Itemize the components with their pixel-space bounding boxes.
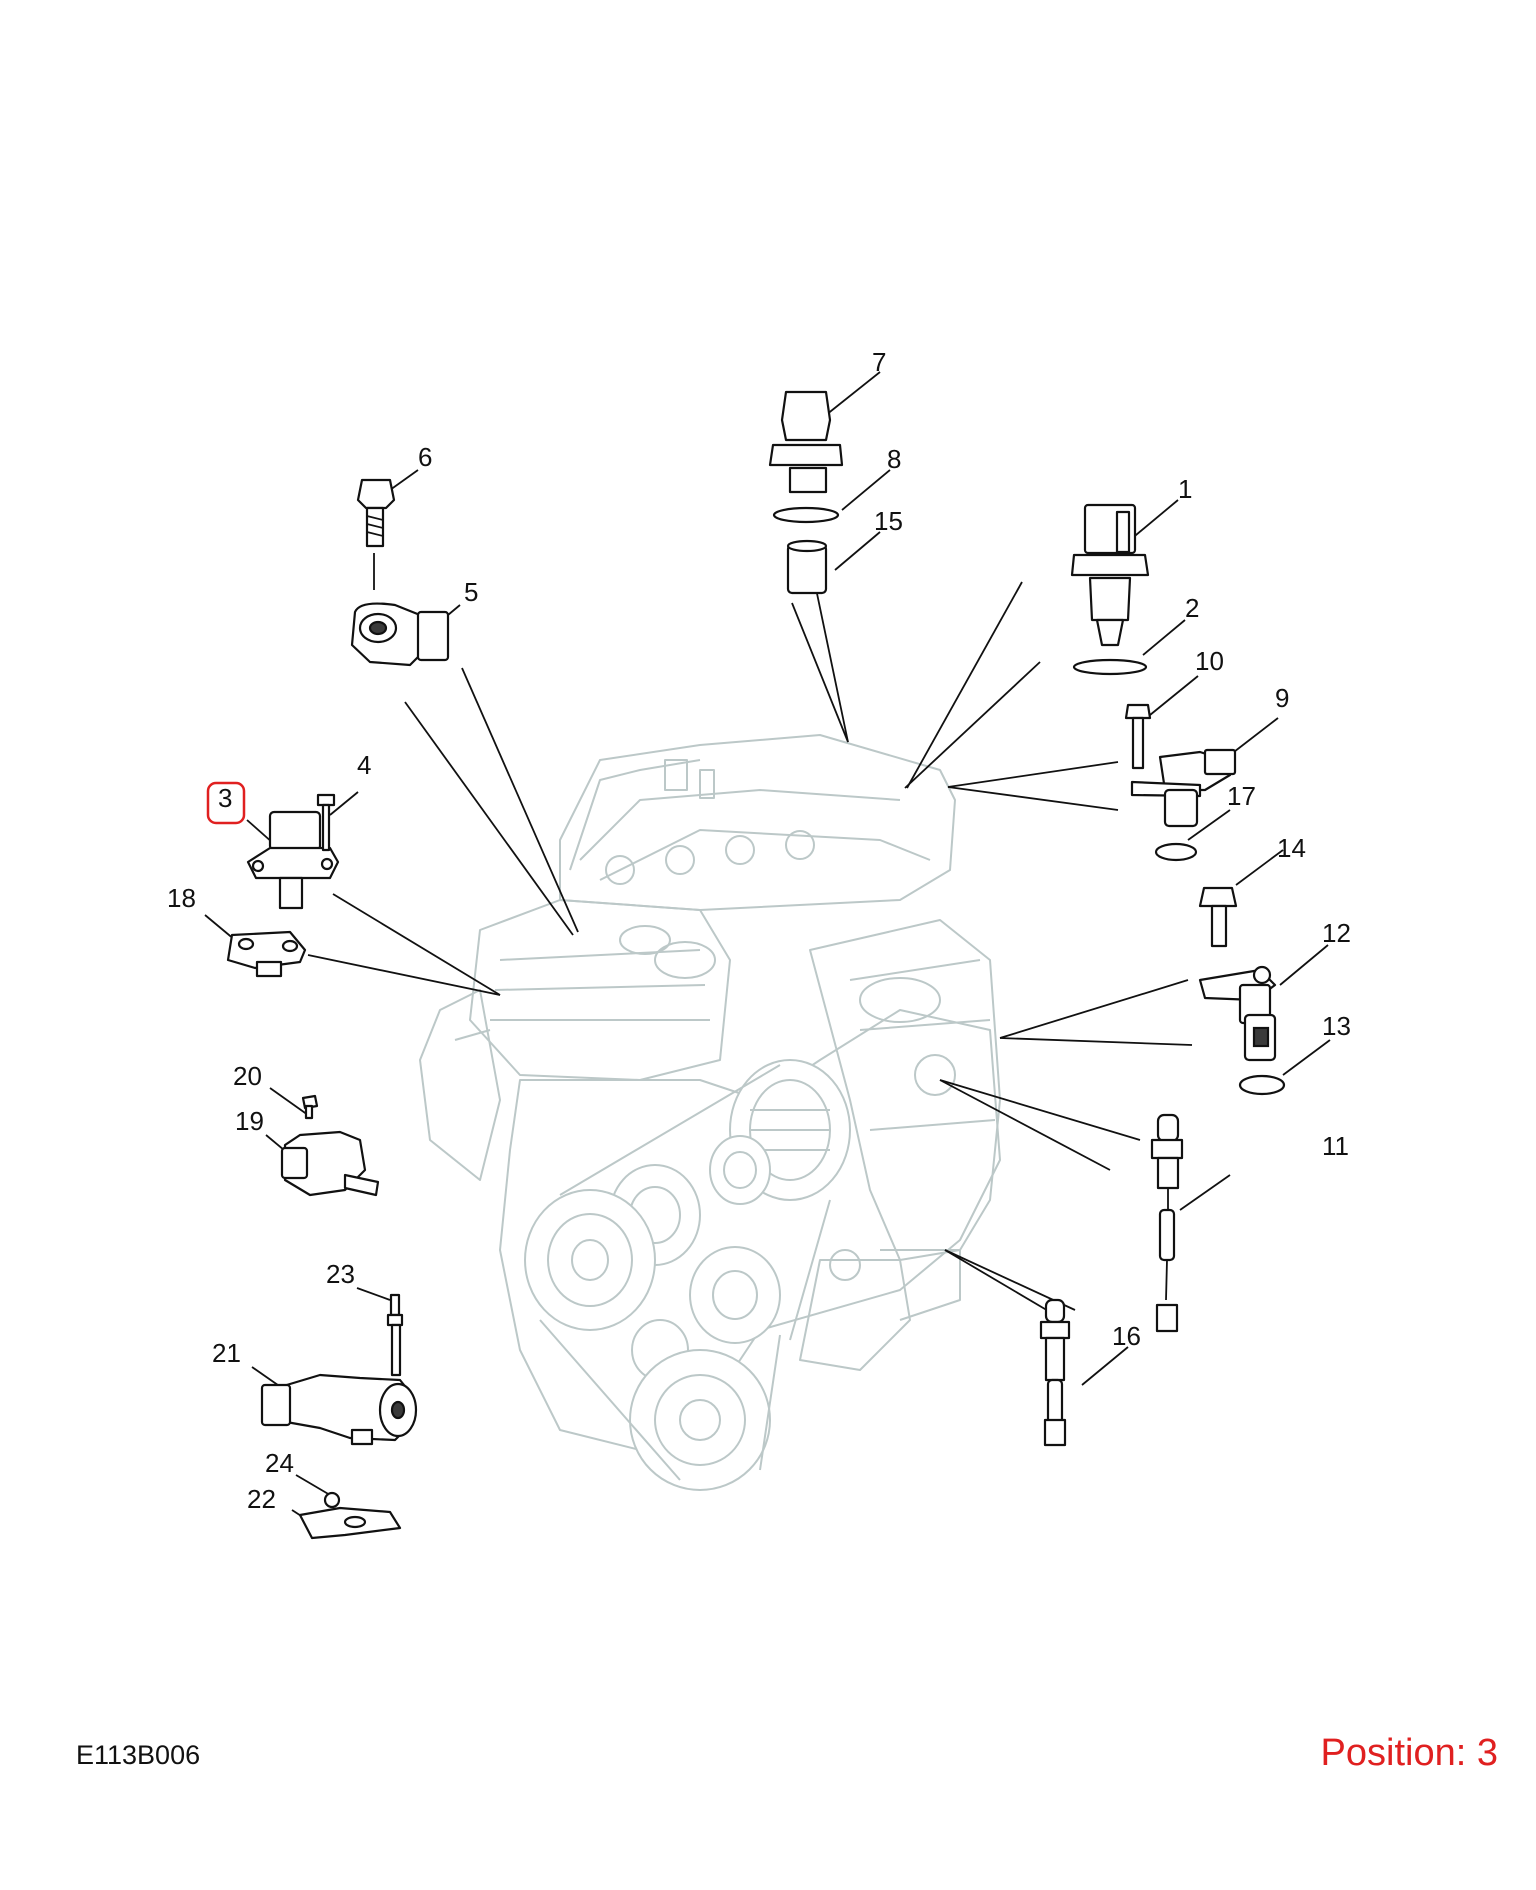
part-5-knock-sensor[interactable]	[350, 602, 450, 667]
callout-16[interactable]: 16	[1112, 1321, 1141, 1351]
part-1-temperature-sensor[interactable]	[1070, 503, 1150, 647]
callout-10[interactable]: 10	[1195, 646, 1224, 676]
callout-13[interactable]: 13	[1322, 1011, 1351, 1041]
callout-12[interactable]: 12	[1322, 918, 1351, 948]
callout-8[interactable]: 8	[887, 444, 901, 474]
callout-15[interactable]: 15	[874, 506, 903, 536]
callout-18[interactable]: 18	[167, 883, 196, 913]
part-13-o-ring[interactable]	[1238, 1074, 1286, 1096]
part-6-bolt[interactable]	[356, 478, 396, 548]
part-3-map-sensor[interactable]	[246, 810, 340, 910]
part-21-sensor[interactable]	[260, 1373, 418, 1446]
part-9-camshaft-sensor[interactable]	[1130, 748, 1237, 828]
part-24-nut[interactable]	[323, 1491, 341, 1509]
callout-6[interactable]: 6	[418, 442, 432, 472]
part-8-seal-ring[interactable]	[772, 506, 840, 524]
callout-14[interactable]: 14	[1277, 833, 1306, 863]
callout-7[interactable]: 7	[872, 347, 886, 377]
callout-24[interactable]: 24	[265, 1448, 294, 1478]
callout-23[interactable]: 23	[326, 1259, 355, 1289]
engine-block-drawing	[419, 734, 1001, 1491]
part-11-oxygen-sensor[interactable]	[1150, 1113, 1184, 1333]
callout-21[interactable]: 21	[212, 1338, 241, 1368]
callout-20[interactable]: 20	[233, 1061, 262, 1091]
callout-22[interactable]: 22	[247, 1484, 276, 1514]
part-23-pin[interactable]	[386, 1293, 404, 1377]
part-17-o-ring[interactable]	[1154, 842, 1198, 862]
part-12-position-sensor[interactable]	[1198, 965, 1277, 1062]
callout-1[interactable]: 1	[1178, 474, 1192, 504]
callout-19[interactable]: 19	[235, 1106, 264, 1136]
part-10-bolt[interactable]	[1124, 703, 1152, 770]
part-14-bolt[interactable]	[1198, 886, 1238, 948]
leader-lines	[204, 371, 1331, 1526]
part-7-oil-pressure-sensor[interactable]	[768, 390, 844, 494]
part-16-oxygen-sensor[interactable]	[1039, 1298, 1071, 1447]
part-19-sensor[interactable]	[280, 1130, 380, 1197]
diagram-code: E113B006	[76, 1740, 201, 1770]
part-2-seal-ring[interactable]	[1072, 658, 1148, 676]
callout-9[interactable]: 9	[1275, 683, 1289, 713]
callout-3[interactable]: 3	[218, 783, 232, 813]
callout-17[interactable]: 17	[1227, 781, 1256, 811]
part-15-sleeve[interactable]	[786, 539, 828, 595]
part-18-gasket[interactable]	[226, 930, 307, 978]
callout-4[interactable]: 4	[357, 750, 371, 780]
callout-2[interactable]: 2	[1185, 593, 1199, 623]
callout-5[interactable]: 5	[464, 577, 478, 607]
position-label: Position: 3	[1320, 1732, 1498, 1774]
callout-11[interactable]: 11	[1322, 1131, 1349, 1161]
part-22-bracket[interactable]	[298, 1506, 402, 1540]
part-20-screw[interactable]	[301, 1094, 319, 1120]
part-4-screw[interactable]	[316, 793, 336, 852]
callout-labels: 1 2 3 4 5 6 7 8 9 10 11 12 13 14 15 16 1…	[167, 347, 1351, 1514]
selected-callout-highlight	[206, 781, 246, 825]
